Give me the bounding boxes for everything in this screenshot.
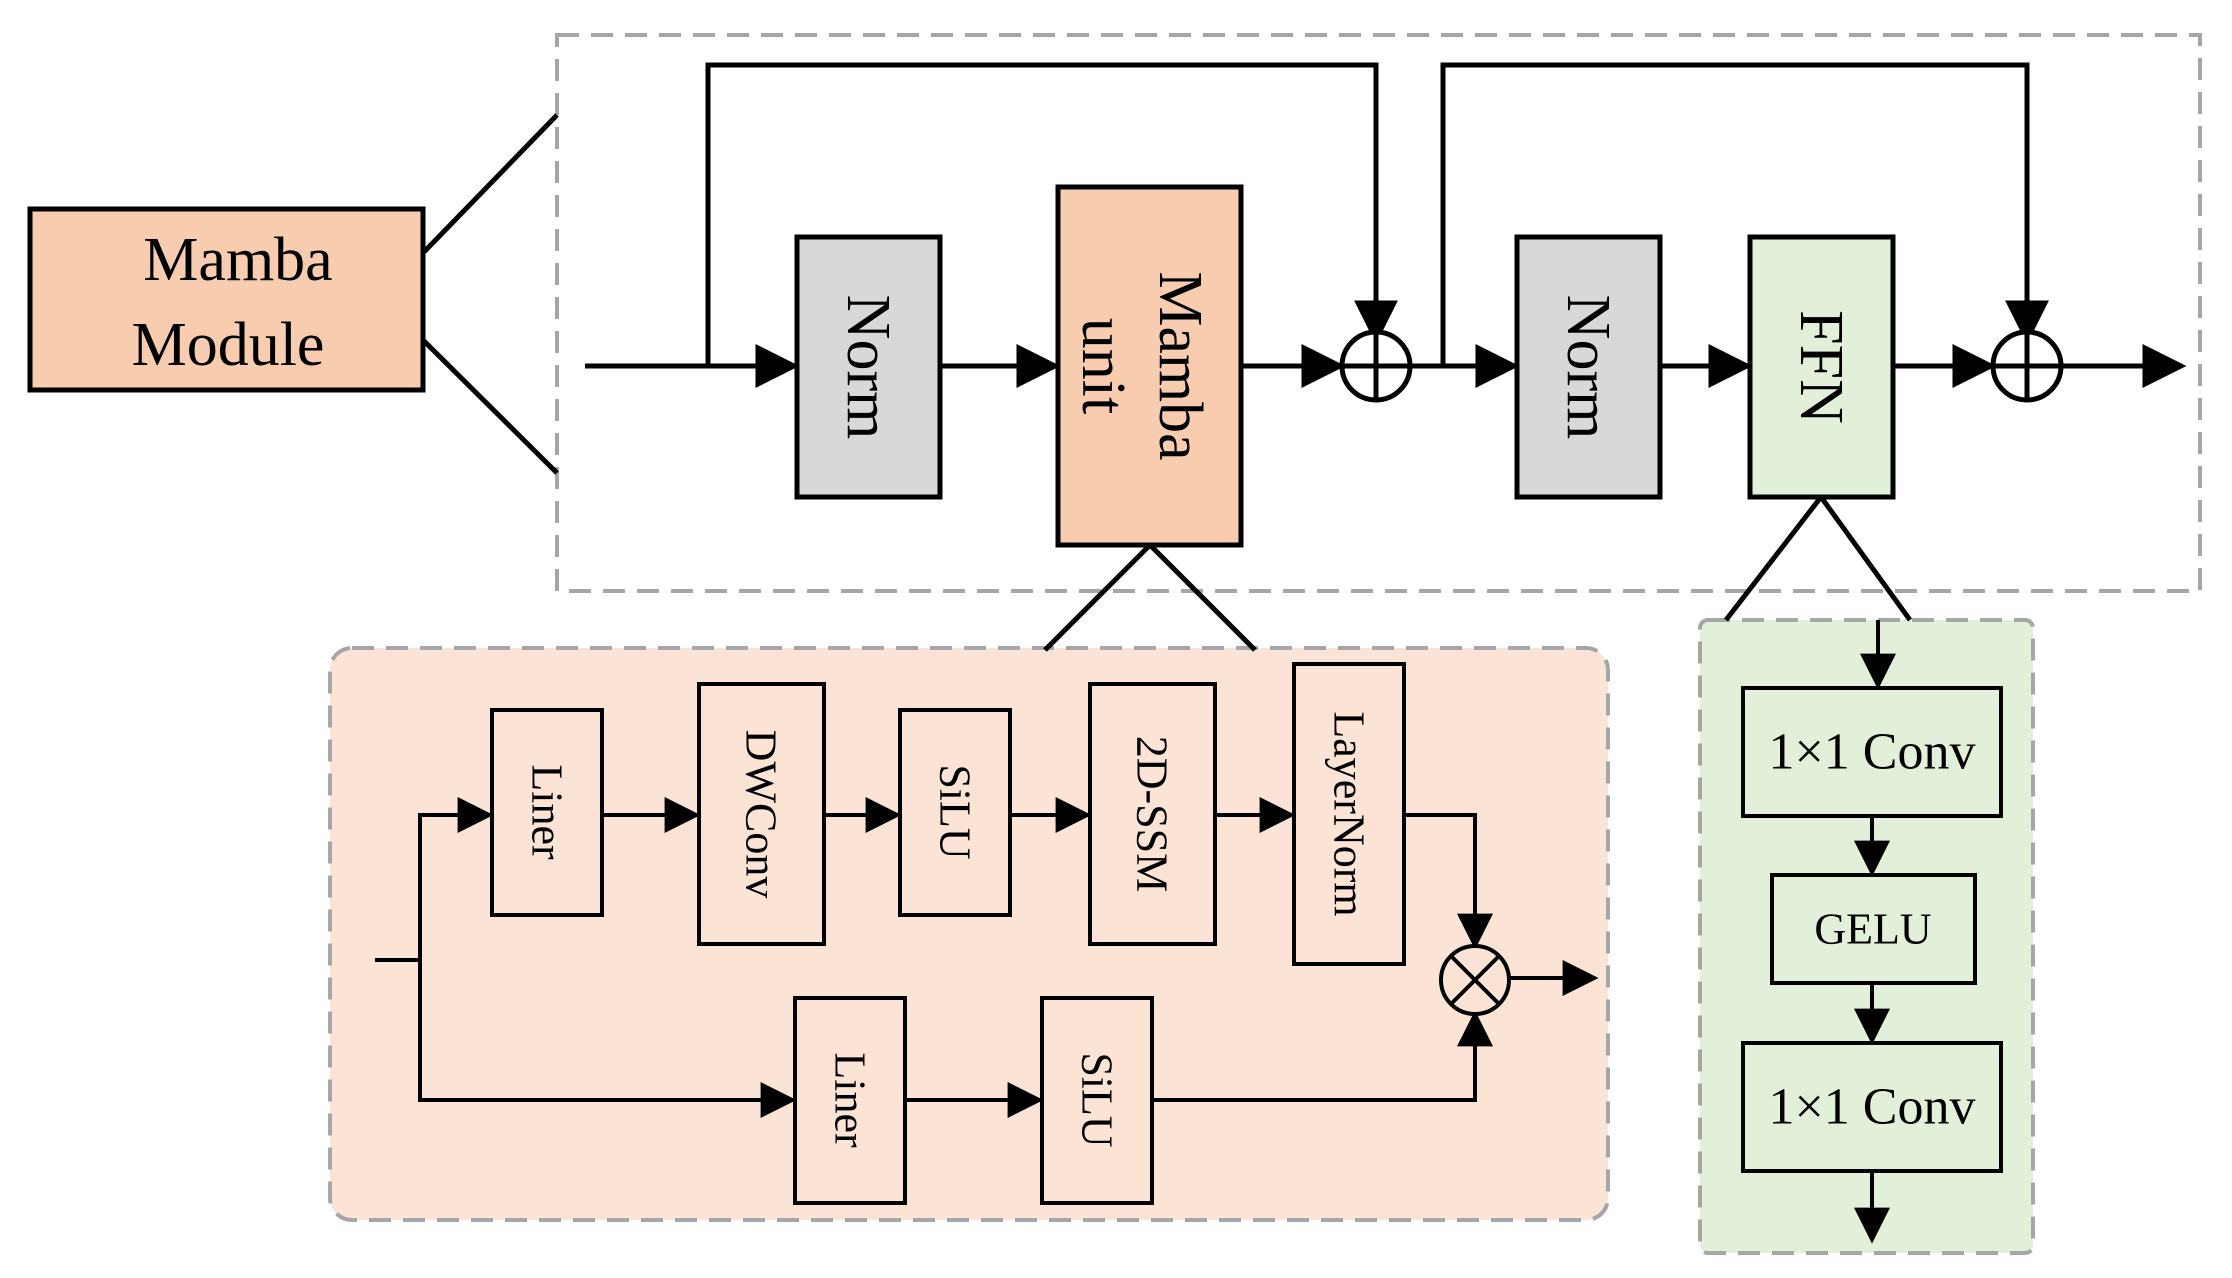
liner-top-label: Liner — [523, 764, 572, 860]
skip-connection-1 — [705, 62, 1398, 366]
skip-connection-2 — [1440, 62, 2049, 366]
conv-top-label: 1×1 Conv — [1768, 724, 1975, 781]
top-block-panel — [555, 33, 2202, 593]
zoom-line-bottom — [421, 338, 559, 475]
mamba-unit-zoom-right — [1148, 543, 1257, 652]
liner-top-box — [490, 708, 604, 917]
mamba-module-label-line2: Module — [132, 311, 325, 379]
ssm-label: 2D-SSM — [1128, 736, 1177, 893]
mamba-unit-zoom-left — [1043, 543, 1152, 652]
multiply-symbol — [1439, 944, 1511, 1016]
liner-bottom-label: Liner — [826, 1052, 875, 1148]
conv-bottom-box — [1741, 1041, 2003, 1173]
norm-label-1: Norm — [834, 295, 902, 440]
liner-bottom-box — [793, 996, 907, 1205]
gelu-box — [1770, 873, 1977, 985]
add-symbol-2 — [1990, 329, 2064, 403]
silu-top-label: SiLU — [931, 764, 980, 859]
conv-top-box — [1741, 686, 2003, 818]
silu-bottom-label: SiLU — [1073, 1052, 1122, 1147]
dwconv-label: DWConv — [737, 730, 786, 899]
mamba-module-label-line1: Mamba — [143, 226, 332, 294]
mamba-module-box — [27, 206, 426, 393]
arrow-silu-bottom-to-multiply — [1152, 1010, 1493, 1102]
detail-branch-bottom — [418, 960, 797, 1118]
layernorm-label: LayerNorm — [1325, 711, 1374, 916]
mamba-unit-label-line2: unit — [1069, 318, 1137, 414]
norm-box-1 — [794, 234, 943, 500]
conv-bottom-label: 1×1 Conv — [1768, 1079, 1975, 1136]
gelu-label: GELU — [1814, 905, 1931, 954]
norm-label-2: Norm — [1554, 295, 1622, 440]
ffn-label: FFN — [1787, 310, 1855, 424]
ffn-zoom-left — [1724, 495, 1823, 622]
arrow-layernorm-to-multiply — [1404, 813, 1493, 950]
silu-top-box — [898, 708, 1012, 917]
layernorm-box — [1292, 662, 1406, 966]
mamba-unit-detail-panel — [328, 646, 1610, 1222]
zoom-line-top — [421, 113, 559, 255]
mamba-unit-label-line1: Mamba — [1146, 271, 1214, 460]
add-symbol-1 — [1339, 329, 1413, 403]
ffn-zoom-right — [1818, 495, 1913, 622]
